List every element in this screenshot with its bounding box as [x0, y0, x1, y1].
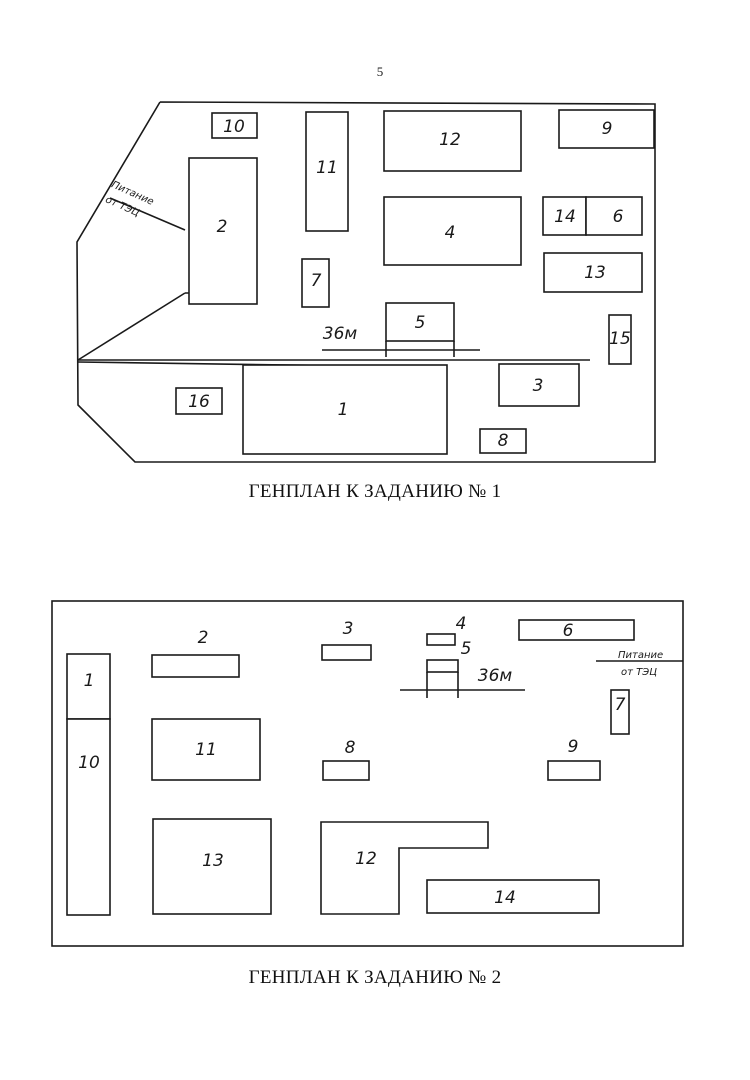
plan2-label-5: 5 — [461, 639, 472, 659]
plan-2: 1 10 2 3 4 5 36м 6 Питание от ТЭЦ 7 11 8… — [51, 600, 684, 947]
plan2-site-boundary — [51, 600, 684, 947]
plan2-building-6 — [518, 619, 635, 641]
plan2-label-12: 12 — [355, 849, 377, 869]
plan2-label-1: 1 — [84, 671, 95, 691]
plan2-building-4 — [426, 633, 456, 646]
plan1-label-2: 2 — [217, 217, 228, 237]
plan1-label-5: 5 — [415, 313, 426, 333]
plan2-label-14: 14 — [494, 888, 516, 908]
plan2-building-9 — [547, 760, 601, 781]
plan2-caption: ГЕНПЛАН К ЗАДАНИЮ № 2 — [248, 967, 502, 988]
plan1-caption: ГЕНПЛАН К ЗАДАНИЮ № 1 — [248, 481, 502, 502]
plan1-label-13: 13 — [584, 263, 606, 283]
plan1-label-1: 1 — [338, 400, 349, 420]
plan1-building-15 — [608, 314, 632, 365]
plan2-building-14 — [426, 879, 600, 914]
plan1-label-8: 8 — [498, 431, 509, 451]
plan2-label-6: 6 — [563, 621, 574, 641]
plan1-building-3 — [498, 363, 580, 407]
plan1-building-5 — [385, 302, 455, 342]
plan1-building-13 — [543, 252, 643, 293]
plan2-label-3: 3 — [343, 619, 354, 639]
plan1-label-12: 12 — [439, 130, 461, 150]
plan1-label-6: 6 — [613, 207, 624, 227]
plan1-label-14: 14 — [554, 207, 576, 227]
plan2-building-3 — [321, 644, 372, 661]
plan1-label-15: 15 — [609, 329, 631, 349]
plan2-label-11: 11 — [195, 740, 217, 760]
plan2-power-note-line2: от ТЭЦ — [621, 667, 657, 678]
plan2-building-7 — [610, 689, 630, 735]
plan2-label-13: 13 — [202, 851, 224, 871]
plan1-label-7: 7 — [311, 271, 322, 291]
plan2-label-7: 7 — [615, 695, 626, 715]
plan1-label-9: 9 — [602, 119, 613, 139]
plan1-building-14 — [542, 196, 587, 236]
plan1-building-11 — [305, 111, 349, 232]
plan2-building-2 — [151, 654, 240, 678]
plan2-label-8: 8 — [345, 738, 356, 758]
plan1-label-10: 10 — [223, 117, 245, 137]
plan2-building-12 — [320, 821, 489, 915]
plan2-building-8 — [322, 760, 370, 781]
plan1-building-7 — [301, 258, 330, 308]
plan1-site-boundary — [76, 101, 656, 463]
plan2-power-note-line1: Питание — [618, 650, 663, 661]
plan2-label-10: 10 — [78, 753, 100, 773]
plan2-label-9: 9 — [568, 737, 579, 757]
plan1-building-9 — [558, 109, 655, 149]
plan2-dimension-label: 36м — [478, 666, 513, 686]
plan2-label-4: 4 — [456, 614, 467, 634]
plan1-dimension-label: 36м — [323, 324, 358, 344]
plan1-building-16 — [175, 387, 223, 415]
plan1-building-4 — [383, 196, 522, 266]
plan1-building-8 — [479, 428, 527, 454]
page-number: 5 — [376, 64, 384, 79]
plan1-building-6 — [585, 196, 643, 236]
plan2-building-11 — [151, 718, 261, 781]
plan2-building-10 — [66, 718, 111, 916]
plan2-building-13 — [152, 818, 272, 915]
plan1-building-1 — [242, 364, 448, 455]
plan1-building-12 — [383, 110, 522, 172]
plan1-railway-branch — [77, 292, 186, 361]
plan1-label-16: 16 — [188, 392, 210, 412]
plan1-label-3: 3 — [533, 376, 544, 396]
plan-1: 10 2 11 7 12 4 9 14 6 13 5 15 16 1 3 8 3… — [76, 101, 656, 463]
plan1-power-arrow — [109, 197, 186, 231]
plan2-building-1 — [66, 653, 111, 720]
plan1-building-2 — [188, 157, 258, 305]
plan1-label-4: 4 — [445, 223, 456, 243]
plan2-label-2: 2 — [198, 628, 209, 648]
plan2-building-5 — [426, 659, 459, 673]
plan1-building-10 — [211, 112, 258, 139]
plan1-label-11: 11 — [316, 158, 338, 178]
